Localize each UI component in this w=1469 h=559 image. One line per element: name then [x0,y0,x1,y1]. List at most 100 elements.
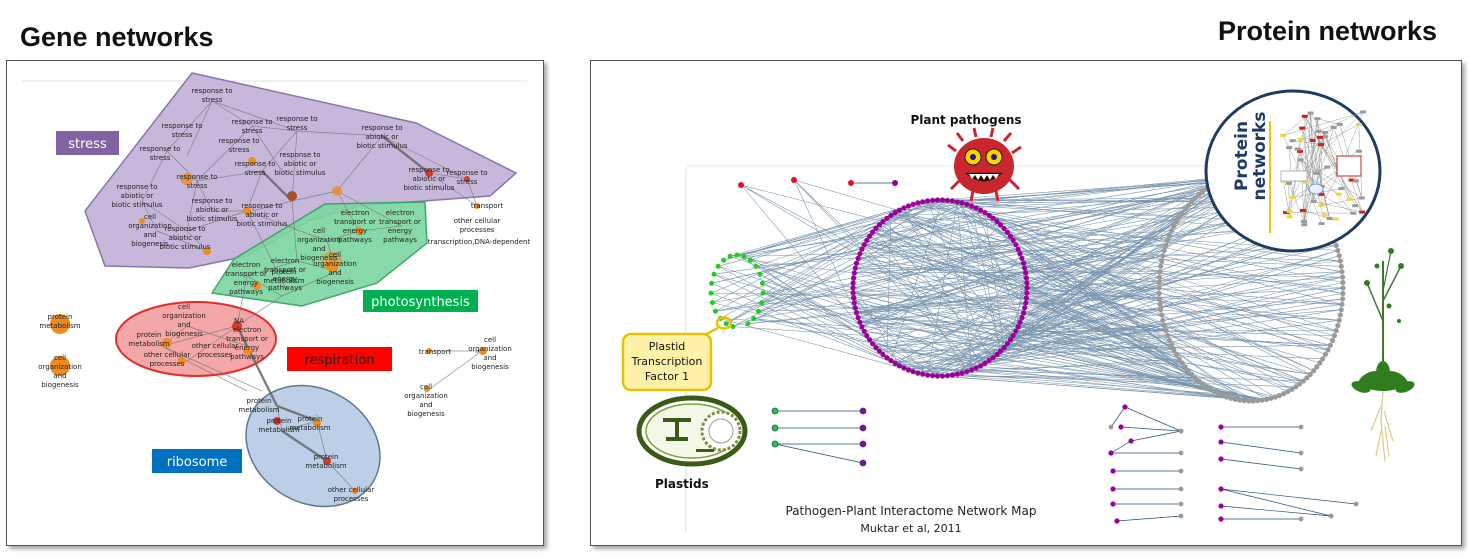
node-label: response to [276,115,317,123]
node-label: processes [334,495,369,503]
node-label: metabolism [258,426,299,434]
gene-network-panel: response to stress response to stress re… [6,60,544,546]
node-label: biogenesis [471,363,509,371]
node-label: response to [231,118,272,126]
node-label: stress [187,182,208,190]
node-label: response to [191,87,232,95]
node-label: pathways [230,353,264,361]
node-label: biotic stimulus [236,220,287,228]
node-label: and [177,321,190,329]
node-label: abiotic or [169,234,202,242]
node-label: organization [404,392,448,400]
node-label: pathways [268,284,302,292]
svg-text:photosynthesis: photosynthesis [371,295,470,310]
node-label: metabolism [39,322,80,330]
node-label: stress [202,96,223,104]
node-label: stress [457,178,478,186]
node-label: response to [218,137,259,145]
protein-networks-heading: Protein networks [1217,16,1437,46]
node-label: stress [150,154,171,162]
photosynthesis-cluster-region [210,201,428,307]
node-label: biogenesis [300,254,338,262]
node-label: other cellular [454,217,501,225]
node-label: metabolism [128,340,169,348]
node-label: pathways [229,288,263,296]
node-label: transport or [225,270,267,278]
node-label: energy [235,344,259,352]
node-label: processes [198,351,233,359]
node-label: and [53,372,66,380]
node-label: stress [245,169,266,177]
node-label: electron [271,257,300,265]
node-label: protein [314,453,339,461]
node-label: organization [162,312,206,320]
node-label: response to [139,145,180,153]
node-label: response to [361,124,402,132]
node-label: response to [116,183,157,191]
node-label: biotic stimulus [274,169,325,177]
node-label: electron [341,209,370,217]
plastids-label: Plastids [655,477,709,491]
node-label: response to [241,202,282,210]
node-label: abiotic or [366,133,399,141]
respiration-cluster-region [115,301,277,377]
node-label: abiotic or [284,160,317,168]
gene-network-nodes [50,157,487,494]
node-label: protein [247,397,272,405]
svg-text:respiration: respiration [305,353,375,368]
node-label: and [419,401,432,409]
node-label: response to [176,173,217,181]
node-label: organization [297,236,341,244]
node-label: response to [446,169,487,177]
node-label: biotic stimulus [403,184,454,192]
node-label: biogenesis [41,381,79,389]
node-label: abiotic or [246,211,279,219]
node-label: other cellular [144,351,191,359]
node-label: organization [38,363,82,371]
node-label: pathways [383,236,417,244]
node-label: electron [386,209,415,217]
node-label: and [143,231,156,239]
respiration-label: respiration [287,347,392,371]
node-label: transport [419,348,452,356]
small-components-left [771,407,867,467]
node-label: cell [178,303,190,311]
ribosome-label: ribosome [152,449,242,473]
node-label: stress [229,146,250,154]
node-label: metabolism [238,406,279,414]
node-label: transport [471,202,504,210]
node-label: other cellular [328,486,375,494]
node-label: abiotic or [196,206,229,214]
node-label: protein [137,331,162,339]
pathogen-top-nodes [738,177,898,188]
arabidopsis-plant-icon [1351,248,1415,462]
node-label: stress [242,127,263,135]
node-label: metabolism [305,462,346,470]
node-label: organization [468,345,512,353]
node-label: biotic stimulus [159,243,210,251]
plastid-tf-callout: Plastid Transcription Factor 1 [621,316,733,392]
node-label: organization [313,260,357,268]
svg-text:networks: networks [1250,112,1270,201]
node-label: energy [234,279,258,287]
node-label: and [312,245,325,253]
node-label: response to [408,166,449,174]
gene-networks-heading: Gene networks [20,22,214,52]
node-label: energy [273,275,297,283]
node-label: biogenesis [165,330,203,338]
photosynthesis-label: photosynthesis [363,290,478,312]
pathogen-monster-icon [947,127,1022,202]
protein-network-inset: Protein networks [1204,89,1382,253]
node-label: transport or [379,218,421,226]
svg-text:Factor 1: Factor 1 [645,370,689,383]
node-label: other cellular [192,342,239,350]
stress-label: stress [56,131,119,155]
node-label: response to [279,151,320,159]
svg-text:Transcription: Transcription [631,355,703,368]
gene-network-labels: response to stress response to stress re… [38,87,530,503]
node-label: metabolism [263,277,304,285]
interactome-map: Plant pathogens Plastid Transcription Fa… [621,89,1415,535]
protein-network-panel: Plant pathogens Plastid Transcription Fa… [590,60,1462,546]
node-label: protein [298,415,323,423]
node-label: biogenesis [316,278,354,286]
